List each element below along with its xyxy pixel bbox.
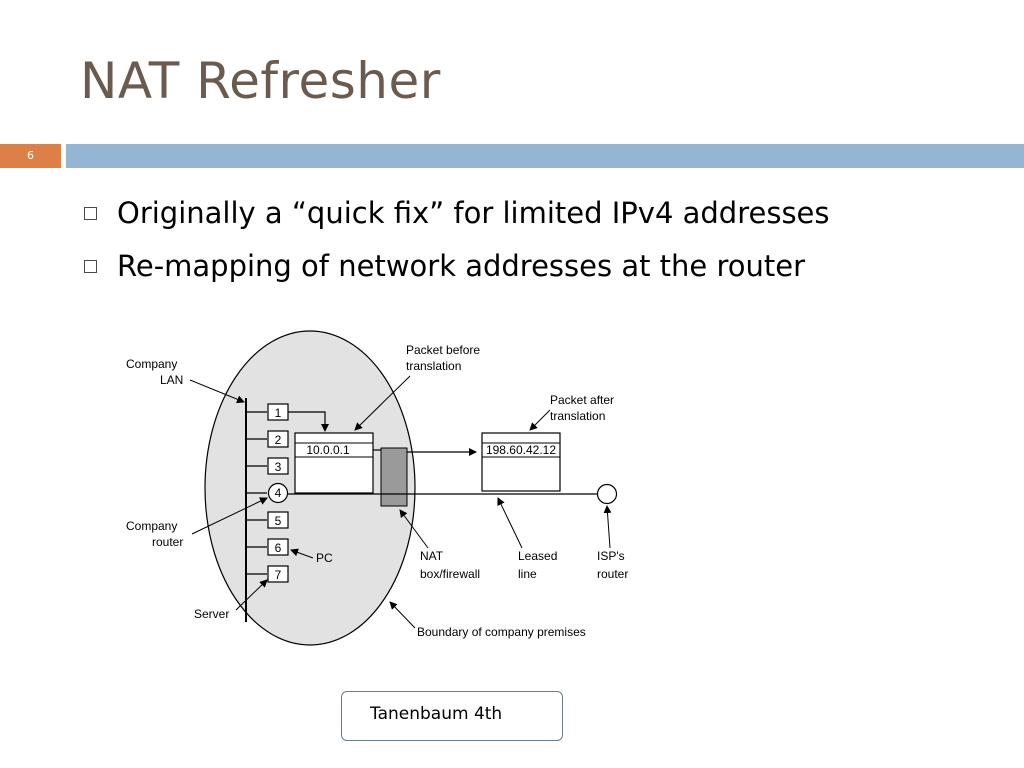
header-accent-bar — [66, 144, 1024, 168]
label-company-router: Company — [126, 519, 177, 533]
source-citation-text: Tanenbaum 4th — [370, 704, 503, 724]
svg-text:198.60.42.12: 198.60.42.12 — [486, 443, 556, 457]
label-leased-line-2: line — [518, 567, 537, 581]
bullet-list: Originally a “quick fix” for limited IPv… — [84, 190, 830, 296]
bullet-item: Re-mapping of network addresses at the r… — [84, 236, 830, 296]
bullet-text: Re-mapping of network addresses at the r… — [117, 249, 806, 283]
lan-host-2: 2 — [267, 430, 289, 448]
host-to-packet-arrow — [288, 411, 329, 432]
svg-text:4: 4 — [275, 486, 282, 500]
svg-text:1: 1 — [275, 406, 282, 420]
slide-title: NAT Refresher — [80, 52, 441, 110]
bullet-square-icon — [84, 206, 97, 220]
label-boundary: Boundary of company premises — [417, 625, 586, 639]
lan-host-6: 6 — [267, 538, 289, 556]
label-company-lan-2: LAN — [160, 373, 183, 387]
nat-diagram: 1 2 3 4 5 6 7 10.0.0.1 1 — [126, 330, 628, 646]
label-packet-before-2: translation — [406, 359, 461, 373]
lan-host-1: 1 — [267, 403, 289, 421]
label-server: Server — [194, 607, 229, 621]
packet-after-translation: 198.60.42.12 — [481, 432, 561, 492]
svg-text:3: 3 — [275, 460, 282, 474]
company-router-node: 4 — [267, 482, 289, 504]
svg-text:10.0.0.1: 10.0.0.1 — [306, 443, 350, 457]
label-pc: PC — [316, 551, 333, 565]
bullet-text: Originally a “quick fix” for limited IPv… — [117, 196, 830, 230]
label-company-router-2: router — [152, 535, 183, 549]
lan-host-7-server: 7 — [267, 565, 289, 583]
bullet-square-icon — [84, 259, 97, 273]
nat-box — [380, 447, 408, 507]
label-nat: NAT — [420, 549, 444, 563]
svg-text:7: 7 — [275, 568, 282, 582]
svg-text:2: 2 — [275, 433, 282, 447]
label-packet-before: Packet before — [406, 343, 480, 357]
source-citation-box: Tanenbaum 4th — [341, 691, 563, 741]
slide-number-bar — [0, 144, 61, 168]
label-isp-router: ISP's — [597, 549, 625, 563]
bullet-item: Originally a “quick fix” for limited IPv… — [84, 190, 830, 236]
label-nat-2: box/firewall — [420, 567, 480, 581]
isp-router-node — [596, 483, 618, 505]
lan-host-5: 5 — [267, 511, 289, 529]
packet-before-translation: 10.0.0.1 — [294, 432, 374, 494]
label-isp-router-2: router — [597, 567, 628, 581]
label-packet-after: Packet after — [550, 393, 614, 407]
svg-text:5: 5 — [275, 514, 282, 528]
svg-text:6: 6 — [275, 541, 282, 555]
label-packet-after-2: translation — [550, 409, 605, 423]
lan-host-3: 3 — [267, 457, 289, 475]
slide-number: 6 — [27, 149, 34, 162]
label-company-lan: Company — [126, 357, 177, 371]
label-leased-line: Leased — [518, 549, 557, 563]
